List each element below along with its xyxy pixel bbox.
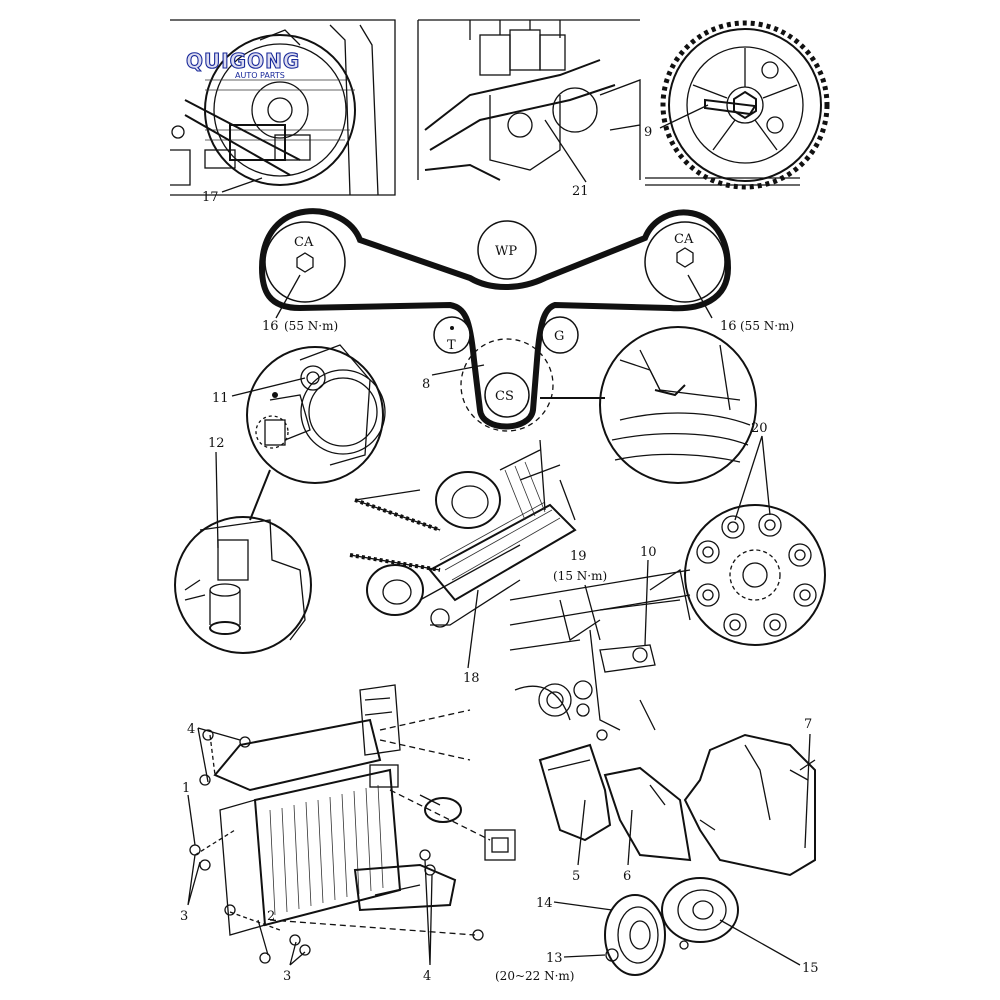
leader-8 xyxy=(431,364,485,376)
torque-16-left: (55 N·m) xyxy=(284,319,338,333)
cam-holding-tool-illustration xyxy=(170,19,396,196)
label-19: 19 xyxy=(570,549,587,564)
leader-7 xyxy=(804,733,811,849)
water-pump-pulley xyxy=(477,220,537,280)
label-t: T xyxy=(447,338,456,353)
label-g: G xyxy=(554,329,564,344)
label-12: 12 xyxy=(208,436,225,451)
torque-13: (20~22 N·m) xyxy=(495,969,574,983)
label-5: 5 xyxy=(572,869,580,884)
leader-6 xyxy=(627,809,633,866)
camshaft-sprocket-illustration xyxy=(645,20,830,190)
leader-2 xyxy=(257,919,269,956)
sensor-bracket-illustration xyxy=(509,568,691,741)
leader-4-top xyxy=(197,727,241,783)
plug-detail-illustration xyxy=(174,516,312,654)
tensioner-detail-illustration xyxy=(246,344,386,484)
camshaft-pulley-right xyxy=(644,221,726,303)
label-13: 13 xyxy=(546,951,563,966)
timing-covers-illustration xyxy=(538,733,816,976)
label-16-left: 16 xyxy=(262,319,279,334)
label-4-bottom: 4 xyxy=(423,969,431,984)
leader-21 xyxy=(544,119,587,183)
label-wp: WP xyxy=(495,244,517,259)
label-7: 7 xyxy=(804,717,812,732)
leader-3-left xyxy=(187,854,201,906)
label-18: 18 xyxy=(463,671,480,686)
leader-5 xyxy=(577,799,586,866)
leader-18 xyxy=(467,589,479,669)
leader-17 xyxy=(221,177,263,193)
camshaft-pulley-left xyxy=(264,221,346,303)
idler-pulley xyxy=(541,316,579,354)
label-20: 20 xyxy=(751,421,768,436)
leader-9 xyxy=(659,104,709,129)
leader-3-bottom xyxy=(289,941,306,966)
label-1: 1 xyxy=(182,781,190,796)
label-11: 11 xyxy=(212,391,229,406)
leader-4-bottom xyxy=(424,859,433,966)
leader-12 xyxy=(215,451,219,549)
label-ca-right: CA xyxy=(674,232,694,247)
label-16-right: 16 xyxy=(720,319,737,334)
leader-13 xyxy=(563,954,606,958)
torque-16-right: (55 N·m) xyxy=(740,319,794,333)
radiator-assembly-illustration xyxy=(189,684,516,964)
label-21: 21 xyxy=(572,184,589,199)
torque-19: (15 N·m) xyxy=(553,569,607,583)
label-ca-left: CA xyxy=(294,235,314,250)
watermark-logo: QUIGONG AUTO PARTS xyxy=(185,48,300,80)
label-6: 6 xyxy=(623,869,631,884)
label-3-bottom: 3 xyxy=(283,969,291,984)
leader-1 xyxy=(187,794,196,846)
leader-10 xyxy=(644,559,649,646)
label-cs: CS xyxy=(495,389,514,404)
crank-gear-detail-illustration xyxy=(599,326,757,484)
label-8: 8 xyxy=(422,377,430,392)
label-2: 2 xyxy=(267,909,275,924)
watermark-brand: QUIGONG xyxy=(186,49,300,73)
detail-link-12 xyxy=(249,469,271,521)
timing-belt xyxy=(258,208,732,430)
crankshaft-pulley xyxy=(484,372,530,418)
leader-11 xyxy=(231,377,306,397)
tensioner-pulley xyxy=(433,316,471,354)
coil-bracket-illustration xyxy=(417,19,641,181)
leader-19 xyxy=(584,584,601,641)
crank-bolt-pattern-illustration xyxy=(684,504,826,646)
label-17: 17 xyxy=(202,190,219,205)
leader-14 xyxy=(553,901,613,911)
label-15: 15 xyxy=(802,961,819,976)
label-3-left: 3 xyxy=(180,909,188,924)
label-4-top: 4 xyxy=(187,722,195,737)
leader-15 xyxy=(719,919,801,966)
leader-20 xyxy=(734,435,771,521)
pulley-tool-illustration xyxy=(349,439,577,628)
watermark-subtitle: AUTO PARTS xyxy=(235,71,285,80)
leader-16-right xyxy=(687,274,713,319)
timing-belt-routing: CA CA WP T G CS xyxy=(258,208,732,432)
label-14: 14 xyxy=(536,896,553,911)
label-10: 10 xyxy=(640,545,657,560)
leader-16-left xyxy=(275,274,301,319)
label-9: 9 xyxy=(644,125,652,140)
